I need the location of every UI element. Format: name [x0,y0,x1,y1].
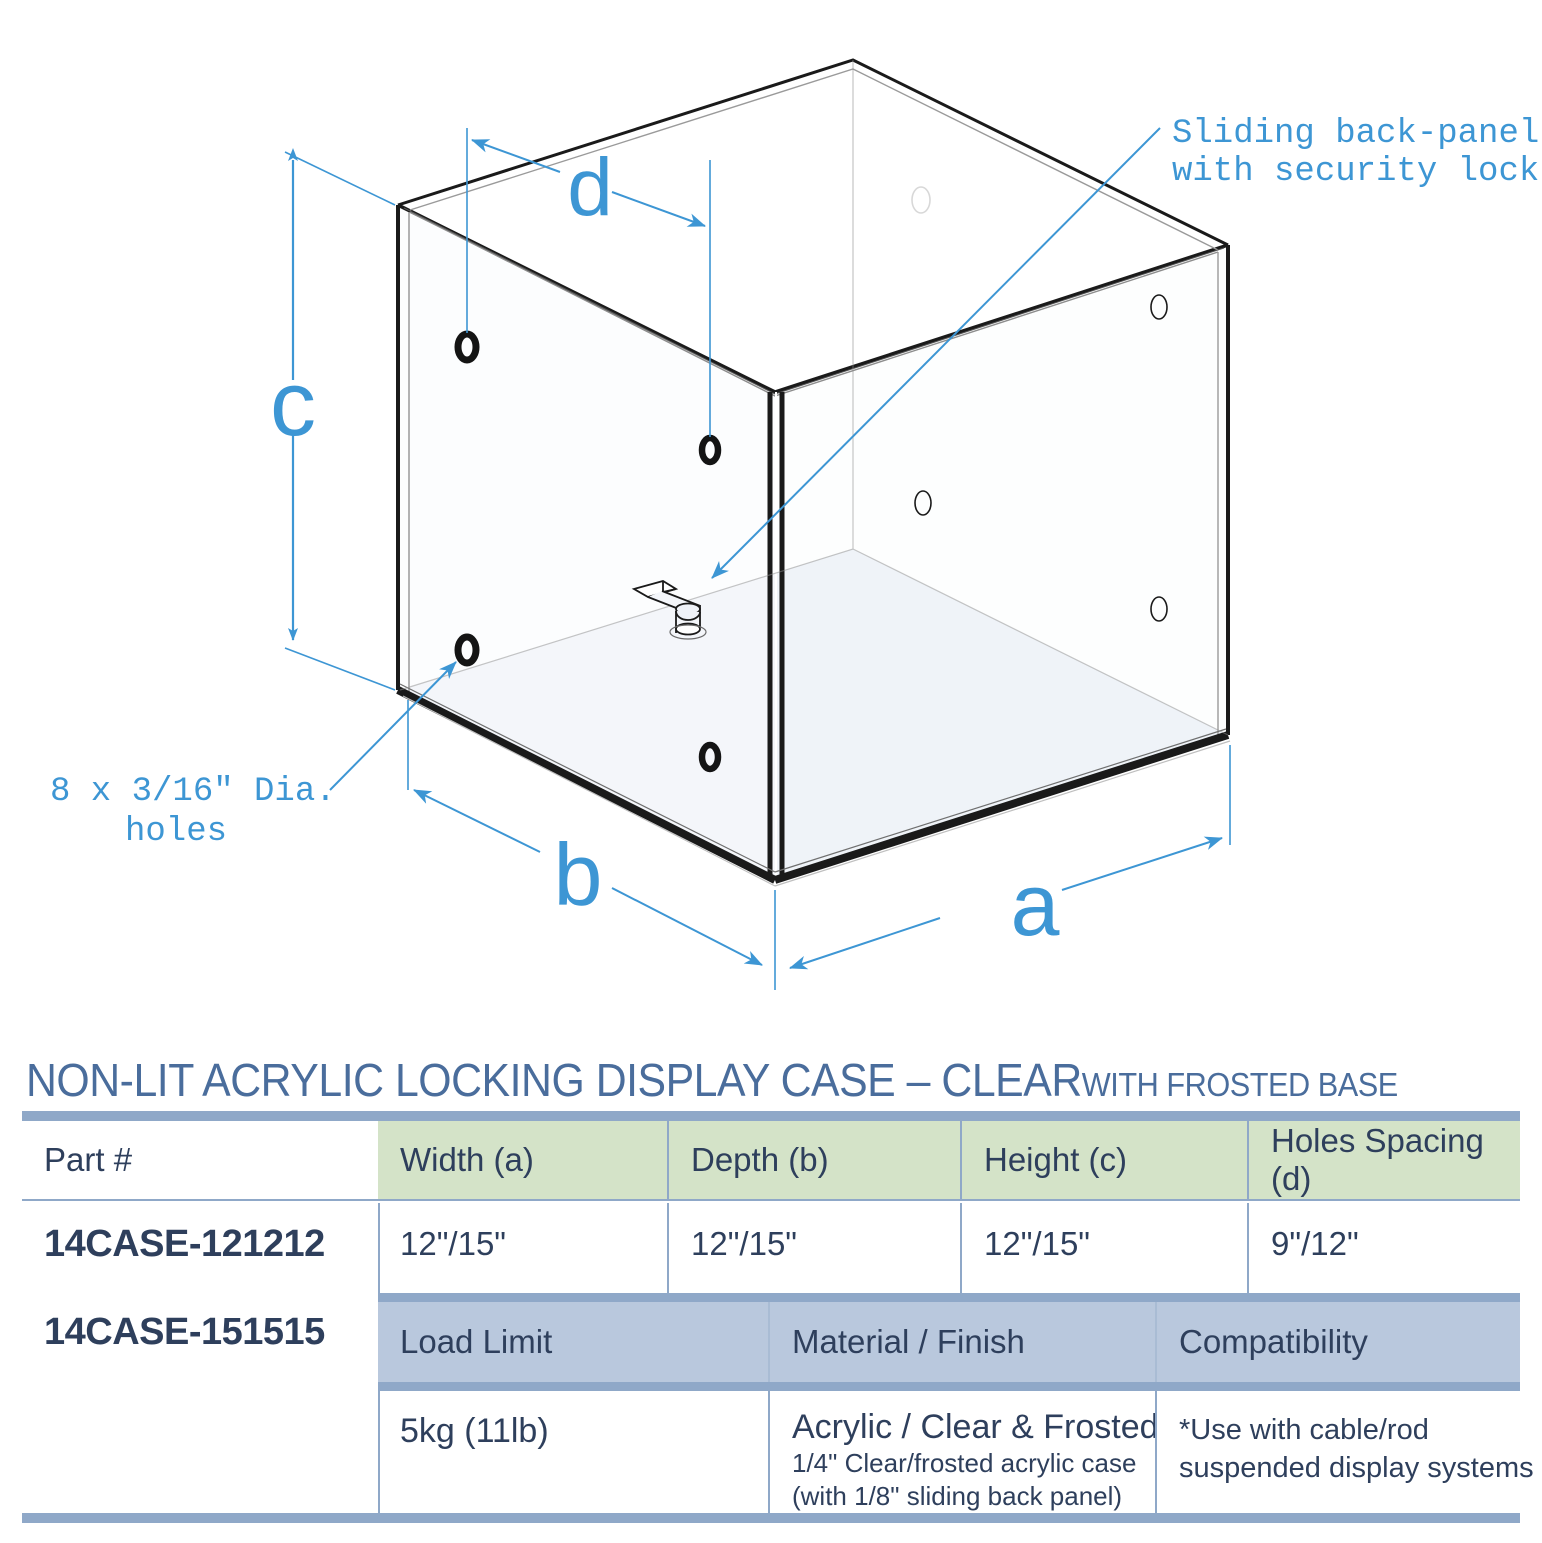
part-number-column-label: Part # [22,1121,378,1199]
callout-back-panel-line2: with security lock [1172,153,1539,191]
value-depth-text: 12"/15" [691,1225,798,1262]
header-load-limit-text: Load Limit [400,1323,553,1360]
value-holes-spacing-text: 9"/12" [1271,1225,1359,1262]
callout-mounting-holes: 8 x 3/16" Dia. holes [50,661,457,851]
value-material-sub2: (with 1/8" sliding back panel) [792,1481,1123,1511]
value-width-text: 12"/15" [400,1225,507,1262]
value-holes-spacing: 9"/12" [1249,1203,1520,1285]
header-compatibility-text: Compatibility [1179,1323,1368,1360]
header-height: Height (c) [962,1121,1247,1199]
spec-table: Part # Width (a) Depth (b) Height (c) Ho… [22,1111,1534,1523]
table-bottom-band [22,1513,1520,1523]
dimension-label-c: c [270,353,316,455]
value-compatibility-line2: suspended display systems [1179,1452,1534,1484]
part-number-2: 14CASE-151515 [22,1291,378,1373]
dimension-depth-b: b [407,700,776,990]
value-compatibility: *Use with cable/rod suspended display sy… [1157,1397,1534,1523]
part-number-1-text: 14CASE-121212 [44,1222,325,1265]
dimension-label-a: a [1011,855,1060,954]
value-sep-3 [1247,1203,1249,1293]
callout-holes-line1: 8 x 3/16" Dia. [50,773,336,811]
header-depth-text: Depth (b) [691,1141,829,1178]
header-material-finish: Material / Finish [770,1302,1157,1382]
case-right-face [775,245,1228,880]
isometric-case-drawing: c d b a Slidin [50,58,1539,990]
dimension-width-a: a [789,745,1231,970]
detail-sep-left [378,1391,380,1513]
callout-sliding-back-panel: Sliding back-panel with security lock [711,115,1539,579]
part-number-2-text: 14CASE-151515 [44,1310,325,1353]
rule-under-header [22,1199,1520,1201]
value-height: 12"/15" [962,1203,1247,1285]
dimension-label-d: d [567,142,613,233]
subtable-top-band [378,1293,1520,1302]
value-load-limit: 5kg (11lb) [378,1397,770,1523]
table-top-band [22,1111,1520,1121]
part-number-1: 14CASE-121212 [22,1203,378,1285]
product-drawing: c d b a Slidin [50,58,1539,990]
header-material-finish-text: Material / Finish [792,1323,1025,1360]
specification-block: NON-LIT ACRYLIC LOCKING DISPLAY CASE – C… [0,1035,1542,1543]
header-holes-spacing: Holes Spacing (d) [1249,1121,1520,1199]
value-depth: 12"/15" [669,1203,960,1285]
product-title-suffix: WITH FROSTED BASE [1081,1066,1399,1103]
header-holes-spacing-text: Holes Spacing (d) [1271,1122,1484,1197]
detail-sep-1 [768,1391,770,1513]
case-inner-edges [399,60,1229,736]
case-vertical-edges [396,205,1230,880]
value-sep-2 [960,1203,962,1293]
value-load-limit-text: 5kg (11lb) [400,1412,549,1450]
header-height-text: Height (c) [984,1141,1128,1178]
header-sep-3 [1247,1121,1249,1199]
callout-holes-line2: holes [125,813,227,851]
product-title-main: NON-LIT ACRYLIC LOCKING DISPLAY CASE – C… [26,1054,1082,1106]
security-lock [631,580,707,640]
value-sep-1 [667,1203,669,1293]
header-compatibility: Compatibility [1157,1302,1520,1382]
value-material-main: Acrylic / Clear & Frosted [792,1408,1159,1446]
callout-back-panel-line1: Sliding back-panel [1172,115,1539,153]
value-width: 12"/15" [378,1203,667,1285]
detail-sep-2 [1155,1391,1157,1513]
product-title: NON-LIT ACRYLIC LOCKING DISPLAY CASE – C… [26,1053,1398,1107]
header-width-text: Width (a) [400,1141,534,1178]
mounting-holes [454,186,1168,773]
value-sep-left [378,1203,380,1293]
value-height-text: 12"/15" [984,1225,1091,1262]
case-bottom-edges [396,683,1231,887]
value-material-sub1: 1/4" Clear/frosted acrylic case [792,1448,1137,1478]
value-compatibility-line1: *Use with cable/rod [1179,1414,1429,1446]
header-sep-1 [667,1121,669,1199]
dimension-label-b: b [554,825,603,924]
subheader-sep-2 [1155,1302,1157,1382]
subtable-mid-band [378,1382,1520,1391]
header-sep-2 [960,1121,962,1199]
value-material-finish: Acrylic / Clear & Frosted 1/4" Clear/fro… [770,1393,1159,1523]
header-width: Width (a) [378,1121,667,1199]
dimension-holes-spacing-d: d [466,128,711,437]
subheader-sep-1 [768,1302,770,1382]
part-label-text: Part # [44,1141,133,1178]
header-depth: Depth (b) [669,1121,960,1199]
dimension-height-c: c [270,148,396,691]
case-left-face [398,205,775,880]
header-load-limit: Load Limit [378,1302,770,1382]
